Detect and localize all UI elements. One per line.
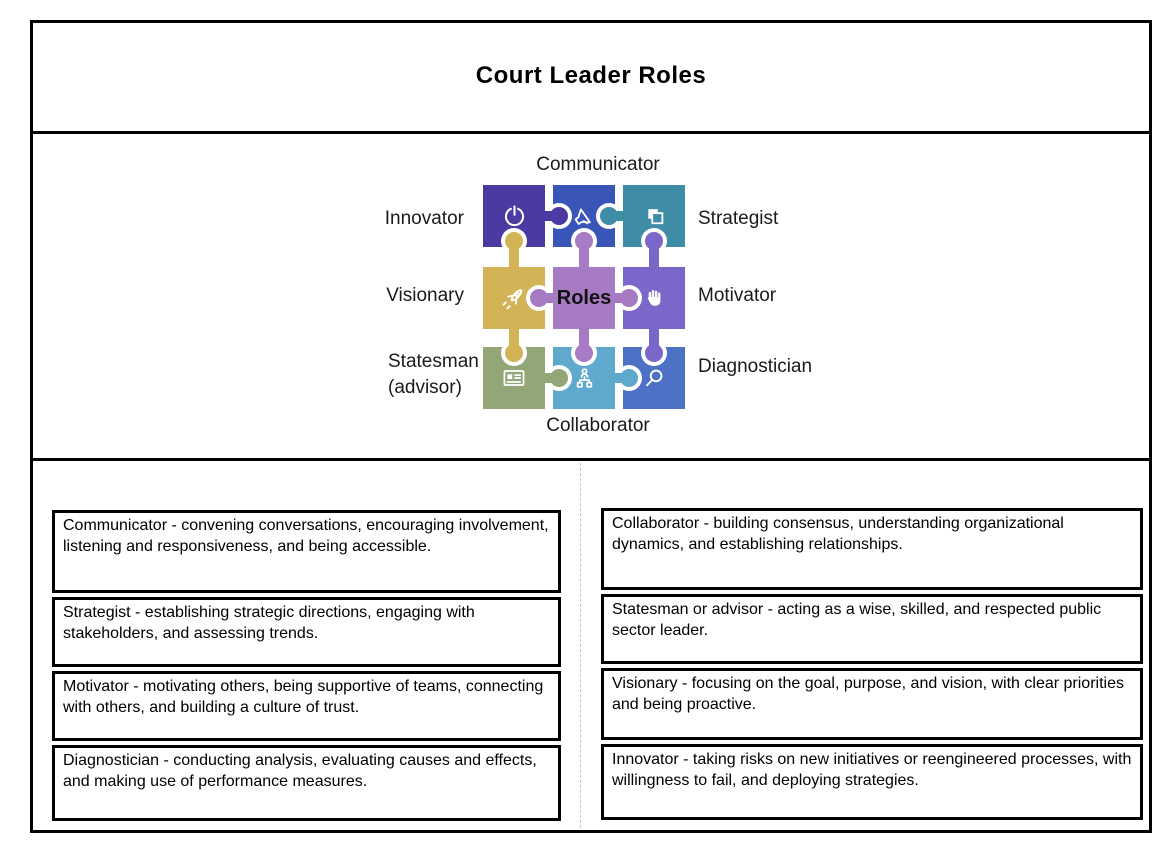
puzzle-stem bbox=[579, 329, 589, 353]
puzzle-knob bbox=[575, 344, 593, 362]
magnifier-icon bbox=[646, 369, 663, 387]
puzzle-stem bbox=[509, 241, 519, 267]
outer-frame bbox=[30, 20, 1152, 833]
title-section: Court Leader Roles bbox=[30, 20, 1152, 131]
description-box-communicator: Communicator - convening conversations, … bbox=[52, 510, 561, 593]
label-strategist: Strategist bbox=[698, 208, 779, 229]
section-separator-line bbox=[30, 458, 1152, 461]
hand-icon bbox=[647, 289, 661, 306]
roles-center-label: Roles bbox=[556, 286, 612, 309]
description-box-innovator: Innovator - taking risks on new initiati… bbox=[601, 744, 1143, 820]
puzzle-knob bbox=[645, 232, 663, 250]
puzzle-stem bbox=[579, 241, 589, 267]
title-separator-line bbox=[30, 131, 1152, 134]
description-box-statesman: Statesman or advisor - acting as a wise,… bbox=[601, 594, 1143, 664]
puzzle-knob bbox=[505, 344, 523, 362]
description-box-strategist: Strategist - establishing strategic dire… bbox=[52, 597, 561, 667]
right-description-column: Collaborator - building consensus, under… bbox=[601, 508, 1143, 824]
label-communicator: Communicator bbox=[536, 154, 660, 175]
puzzle-knob bbox=[600, 207, 618, 225]
puzzle-knob bbox=[550, 207, 568, 225]
label-diagnostician: Diagnostician bbox=[698, 356, 813, 377]
puzzle-knob bbox=[550, 369, 568, 387]
label-visionary: Visionary bbox=[386, 285, 464, 306]
megaphone-icon bbox=[574, 208, 591, 225]
puzzle-knob bbox=[530, 289, 548, 307]
label-statesman: Statesman (advisor) bbox=[388, 349, 479, 401]
label-statesman-line1: Statesman bbox=[388, 351, 479, 372]
puzzle-knob bbox=[575, 232, 593, 250]
label-innovator: Innovator bbox=[384, 208, 464, 229]
page-title: Court Leader Roles bbox=[475, 61, 707, 89]
puzzle-knob bbox=[620, 289, 638, 307]
label-motivator: Motivator bbox=[698, 285, 777, 306]
copy-squares-icon bbox=[647, 208, 663, 224]
puzzle-piece-roles: Roles bbox=[553, 267, 615, 329]
description-box-motivator: Motivator - motivating others, being sup… bbox=[52, 671, 561, 741]
id-badge-icon bbox=[503, 370, 525, 386]
left-description-column: Communicator - convening conversations, … bbox=[52, 510, 561, 825]
org-chart-icon bbox=[576, 367, 592, 388]
label-collaborator: Collaborator bbox=[546, 415, 650, 436]
power-icon bbox=[504, 204, 524, 226]
puzzle-stem bbox=[649, 329, 659, 353]
description-box-collaborator: Collaborator - building consensus, under… bbox=[601, 508, 1143, 590]
label-statesman-line2: (advisor) bbox=[388, 377, 462, 398]
puzzle-stem bbox=[649, 241, 659, 267]
column-divider-dashed bbox=[580, 463, 581, 828]
puzzle-knob bbox=[645, 344, 663, 362]
puzzle-knob bbox=[620, 369, 638, 387]
puzzle-stem bbox=[509, 329, 519, 353]
rocket-icon bbox=[502, 289, 523, 310]
puzzle-knob bbox=[505, 232, 523, 250]
description-box-visionary: Visionary - focusing on the goal, purpos… bbox=[601, 668, 1143, 740]
description-box-diagnostician: Diagnostician - conducting analysis, eva… bbox=[52, 745, 561, 821]
